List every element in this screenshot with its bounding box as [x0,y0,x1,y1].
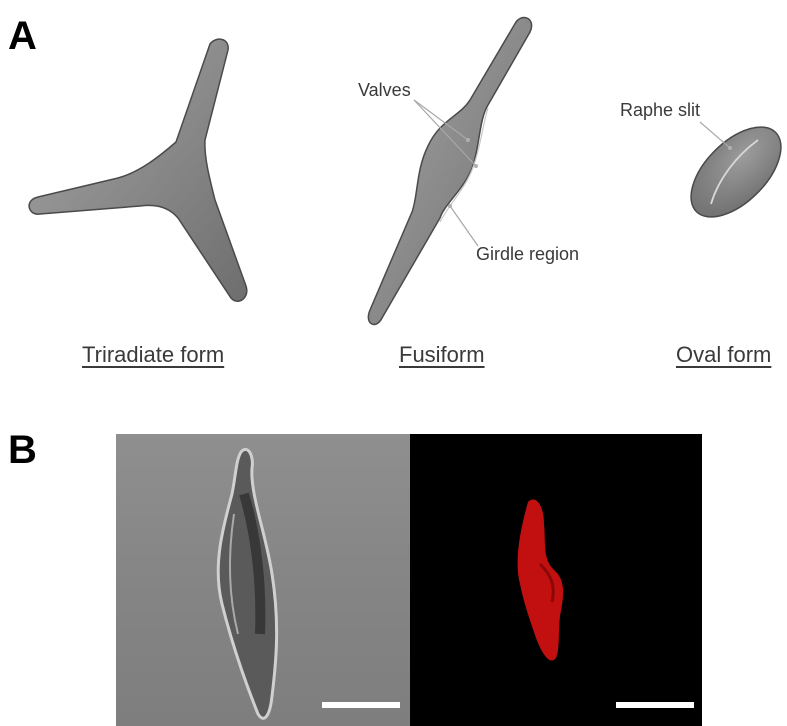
fluorescence-scale-bar [616,702,694,708]
raphe-leader [700,122,730,148]
girdle-leader [450,206,478,246]
brightfield-cell [218,449,276,718]
valves-label: Valves [358,80,411,101]
oval-cell [675,111,787,233]
chloroplast-fluorescence [518,499,564,660]
triradiate-cell [29,39,247,301]
fluorescence-micrograph [410,434,702,726]
triradiate-caption: Triradiate form [82,342,224,368]
brightfield-micrograph [116,434,410,726]
raphe-slit-label: Raphe slit [620,100,700,121]
brightfield-scale-bar [322,702,400,708]
fusiform-caption: Fusiform [399,342,485,368]
fusiform-cell [368,17,531,324]
panel-b-label: B [8,430,37,470]
girdle-region-label: Girdle region [476,244,579,265]
oval-caption: Oval form [676,342,771,368]
panel-a-illustration [0,0,787,380]
